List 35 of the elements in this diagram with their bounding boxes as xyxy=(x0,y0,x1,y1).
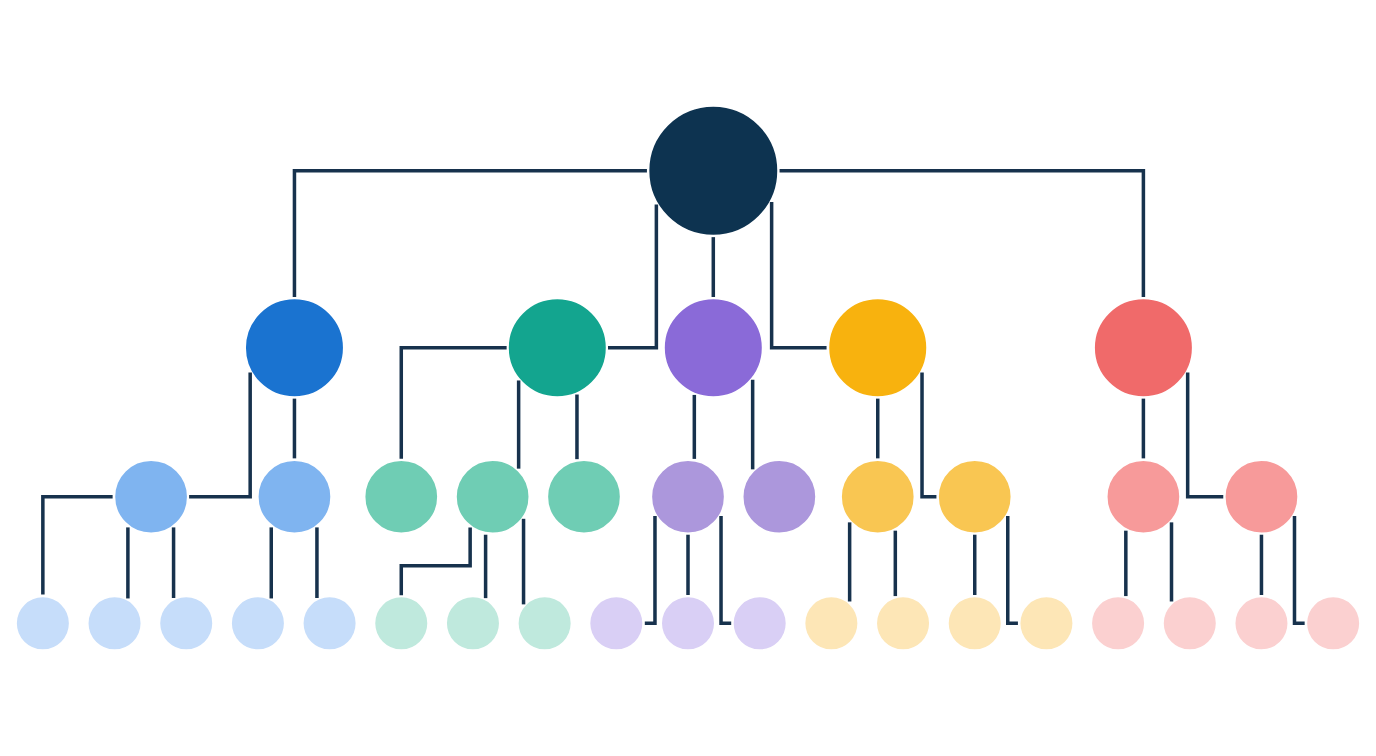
connector xyxy=(876,398,880,459)
connector xyxy=(399,527,472,596)
connector xyxy=(750,379,755,470)
connector xyxy=(126,527,130,599)
connector xyxy=(644,516,657,626)
connector xyxy=(719,516,732,626)
connector xyxy=(847,522,852,602)
connector xyxy=(779,168,1146,298)
connector xyxy=(269,527,273,599)
connector xyxy=(315,527,319,598)
connector xyxy=(41,495,113,595)
connector xyxy=(1006,516,1018,626)
connector xyxy=(399,346,507,459)
connector xyxy=(1259,534,1264,595)
connector xyxy=(692,394,697,459)
connector xyxy=(521,518,526,605)
connector xyxy=(292,398,297,459)
connector xyxy=(516,380,521,469)
connector xyxy=(575,394,579,460)
connector xyxy=(1124,530,1128,597)
connector xyxy=(920,372,937,499)
connector xyxy=(1292,516,1305,626)
connector xyxy=(972,534,977,595)
connector xyxy=(171,527,176,598)
connector xyxy=(686,534,690,595)
connector xyxy=(1185,372,1224,499)
connector xyxy=(893,530,898,597)
connector xyxy=(189,372,252,499)
connector xyxy=(769,201,827,350)
connector xyxy=(1169,522,1174,602)
connector xyxy=(711,237,716,297)
connector xyxy=(292,168,647,298)
connector xyxy=(483,534,488,599)
connector xyxy=(608,204,659,350)
connector xyxy=(1141,398,1146,459)
